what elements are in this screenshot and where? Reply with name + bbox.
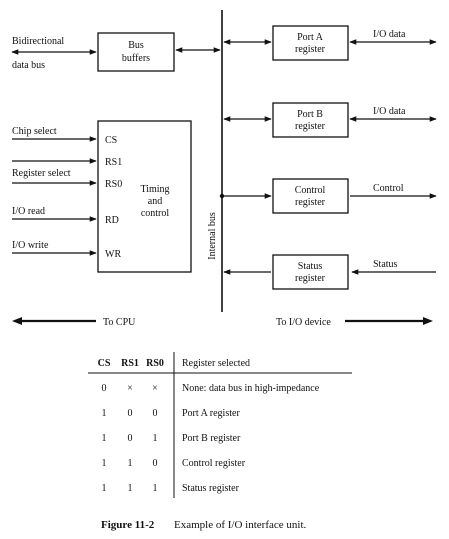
row1-rs0: 0 — [153, 408, 158, 419]
row0-rs1: × — [127, 383, 133, 394]
bus-buffers-box — [97, 32, 175, 72]
row2-cs: 1 — [102, 433, 107, 444]
row0-register: None: data bus in high-impedance — [182, 383, 320, 394]
row3-rs0: 0 — [153, 458, 158, 469]
pin-wr: WR — [105, 249, 121, 260]
pin-cs: CS — [105, 135, 117, 146]
port-b-register-box — [272, 102, 349, 138]
chip-select-label: Chip select — [12, 126, 57, 137]
row1-register: Port A register — [182, 408, 240, 419]
control-reg-text-2: register — [295, 197, 326, 208]
bus-junction-dot — [219, 193, 225, 199]
pin-rs1: RS1 — [105, 157, 122, 168]
row0-rs0: × — [152, 383, 158, 394]
status-reg-text-2: register — [295, 273, 326, 284]
figure-caption: Example of I/O interface unit. — [174, 519, 307, 531]
bidirectional-label: Bidirectional — [12, 36, 64, 47]
row2-register: Port B register — [182, 433, 241, 444]
port-b-text-1: Port B — [297, 109, 323, 120]
row4-register: Status register — [182, 483, 240, 494]
row3-cs: 1 — [102, 458, 107, 469]
register-select-label: Register select — [12, 168, 71, 179]
table-header-rs0: RS0 — [146, 358, 164, 369]
row2-rs0: 1 — [153, 433, 158, 444]
to-cpu-arrowhead — [12, 317, 22, 325]
status-register-box — [272, 254, 349, 290]
row3-register: Control register — [182, 458, 246, 469]
row1-rs1: 0 — [128, 408, 133, 419]
timing-text-3: control — [141, 208, 170, 219]
port-a-register-box — [272, 25, 349, 61]
row3-rs1: 1 — [128, 458, 133, 469]
table-header-cs: CS — [98, 358, 111, 369]
bus-buffers-text-2: buffers — [122, 53, 150, 64]
port-b-text-2: register — [295, 121, 326, 132]
control-reg-text-1: Control — [295, 185, 326, 196]
port-a-text-1: Port A — [297, 32, 324, 43]
pin-rd: RD — [105, 215, 119, 226]
row4-rs0: 1 — [153, 483, 158, 494]
table-header-rs1: RS1 — [121, 358, 139, 369]
internal-bus-label: Internal bus — [207, 212, 218, 260]
timing-text-2: and — [148, 196, 162, 207]
bus-buffers-text-1: Bus — [128, 40, 144, 51]
row4-rs1: 1 — [128, 483, 133, 494]
to-cpu-label: To CPU — [103, 317, 136, 328]
timing-text-1: Timing — [140, 184, 169, 195]
row4-cs: 1 — [102, 483, 107, 494]
control-out-label: Control — [373, 183, 404, 194]
io-data-a-label: I/O data — [373, 29, 406, 40]
timing-control-box — [97, 120, 192, 273]
io-data-b-label: I/O data — [373, 106, 406, 117]
row0-cs: 0 — [102, 383, 107, 394]
row2-rs1: 0 — [128, 433, 133, 444]
to-io-arrowhead — [423, 317, 433, 325]
row1-cs: 1 — [102, 408, 107, 419]
table-header-register: Register selected — [182, 358, 250, 369]
io-write-label: I/O write — [12, 240, 49, 251]
control-register-box — [272, 178, 349, 214]
data-bus-label: data bus — [12, 60, 45, 71]
to-io-device-label: To I/O device — [276, 317, 331, 328]
pin-rs0: RS0 — [105, 179, 122, 190]
status-in-label: Status — [373, 259, 398, 270]
figure-number: Figure 11-2 — [101, 519, 155, 531]
register-select-table: CS RS1 RS0 Register selected 0 × × None:… — [88, 352, 352, 498]
io-read-label: I/O read — [12, 206, 45, 217]
port-a-text-2: register — [295, 44, 326, 55]
status-reg-text-1: Status — [298, 261, 323, 272]
